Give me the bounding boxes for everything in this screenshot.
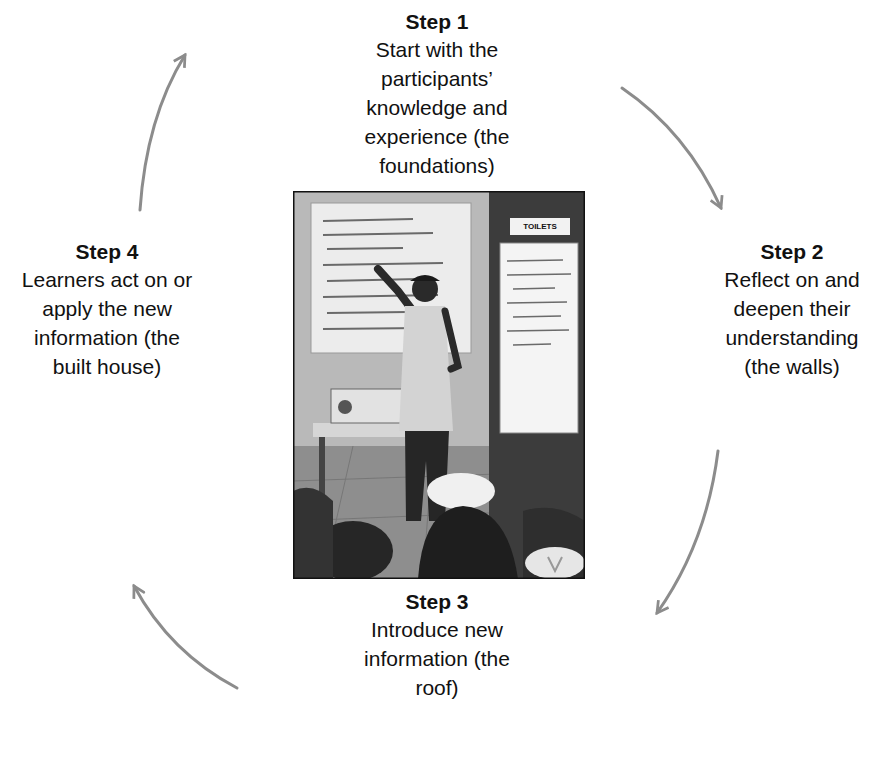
step-heading: Step 4 xyxy=(20,238,194,265)
step-block: Step 2Reflect on and deepen their unders… xyxy=(716,238,868,381)
step-block: Step 1Start with the participants’ knowl… xyxy=(337,8,537,180)
classroom-photo: TOILETS xyxy=(293,191,585,579)
step-heading: Step 3 xyxy=(347,588,527,615)
step-description: Start with the participants’ knowledge a… xyxy=(337,35,537,180)
step-block: Step 3Introduce new information (the roo… xyxy=(347,588,527,702)
step-description: Introduce new information (the roof) xyxy=(347,615,527,702)
door-sign: TOILETS xyxy=(514,221,566,233)
step-block: Step 4Learners act on or apply the new i… xyxy=(20,238,194,381)
step-description: Learners act on or apply the new informa… xyxy=(20,265,194,381)
cycle-arrow xyxy=(140,55,185,210)
step-description: Reflect on and deepen their understandin… xyxy=(716,265,868,381)
cycle-arrow xyxy=(657,451,718,613)
cycle-arrow xyxy=(134,586,237,688)
step-heading: Step 2 xyxy=(716,238,868,265)
cycle-arrow xyxy=(622,88,721,208)
step-heading: Step 1 xyxy=(337,8,537,35)
photo-illustration xyxy=(293,191,585,579)
